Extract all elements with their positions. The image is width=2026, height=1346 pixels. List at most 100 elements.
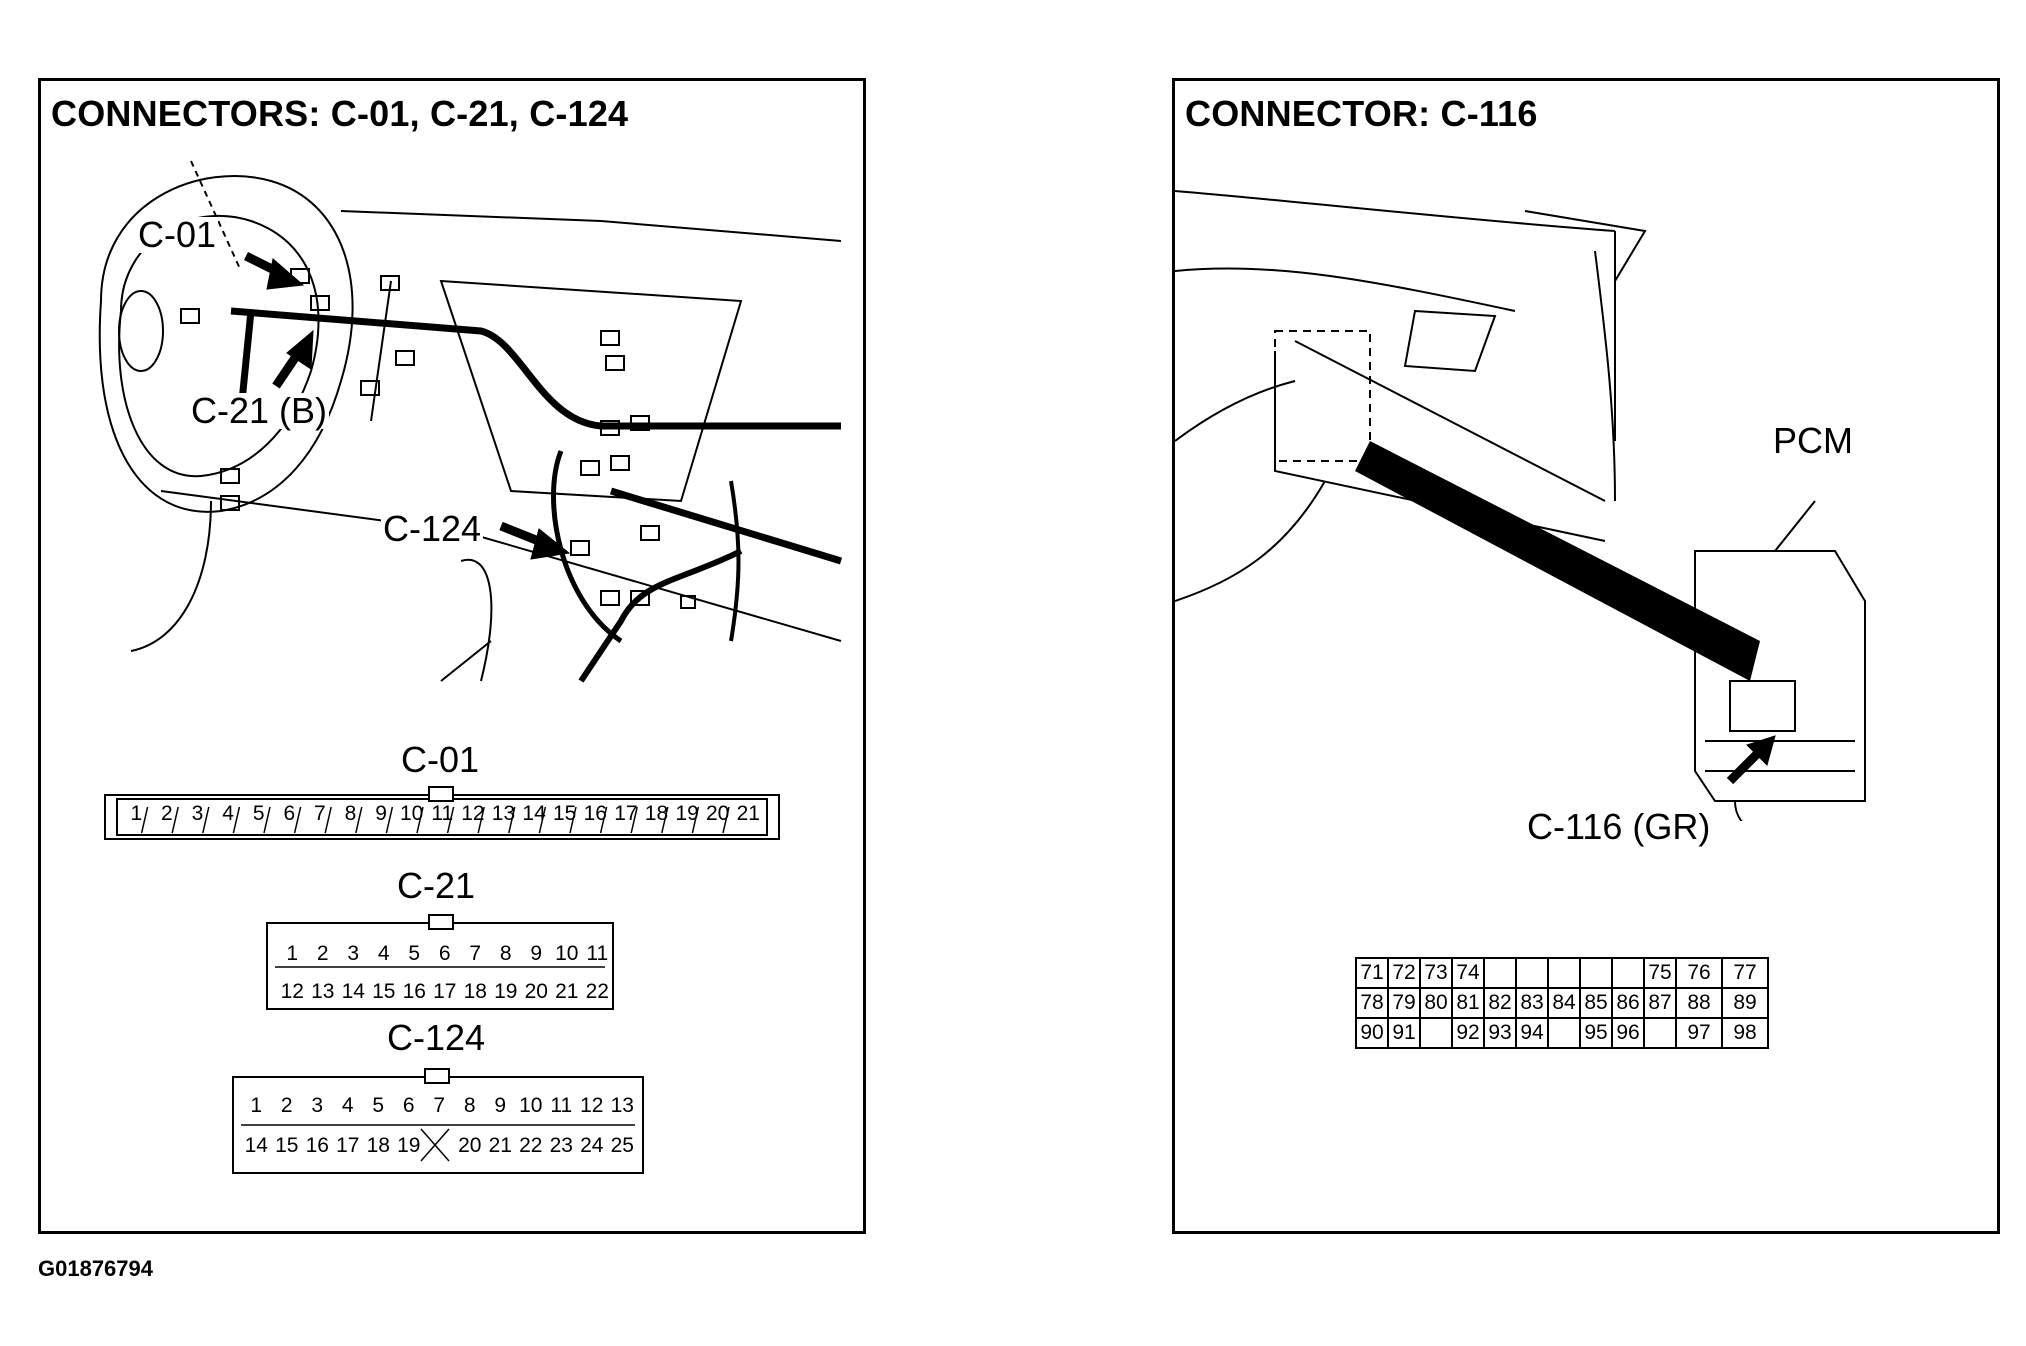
pin-label: 23 [549,1134,573,1157]
pin-divider [661,806,669,834]
pin-label: 21 [555,980,579,1003]
pin-label: 4 [341,1094,354,1117]
pin-label: 22 [519,1134,543,1157]
pin-cell: 96 [1611,1017,1645,1049]
pin-divider [630,806,638,834]
c124-label: C-124 [387,1017,486,1058]
pin-cell: 95 [1579,1017,1613,1049]
pin-label: 10 [555,942,579,965]
pin-cell: 93 [1483,1017,1517,1049]
pin-cell: 80 [1419,987,1453,1019]
callout-c21: C-21 (B) [189,390,330,431]
c01-label: C-01 [401,739,480,780]
pin-cell: 94 [1515,1017,1549,1049]
pin-label: 22 [585,980,609,1003]
pin-label: 6 [402,1094,415,1117]
pin-label: 4 [222,802,234,825]
pin-label: 20 [458,1134,482,1157]
pin-divider [140,806,149,834]
pin-divider [691,806,700,834]
pin-label: 15 [553,802,577,825]
pin-label: 24 [580,1134,604,1157]
pin-label: 8 [499,942,512,965]
pin-label: 17 [614,802,638,825]
pin-cell [1515,957,1549,989]
pin-label: 3 [191,802,204,825]
pin-label: 5 [408,942,421,965]
pin-label: 19 [675,802,699,825]
pin-cell [1579,957,1613,989]
pin-label: 1 [286,942,299,965]
pin-label: 16 [305,1134,329,1157]
pin-label: 18 [366,1134,390,1157]
pin-label: 6 [438,942,451,965]
c21-label: C-21 [397,865,476,906]
pin-divider [446,806,455,834]
pin-label: 2 [280,1094,293,1117]
pin-divider [171,806,179,834]
pin-label: 11 [586,942,609,965]
pin-label: 18 [644,802,669,825]
c01-connector [104,786,780,840]
pin-cell: 83 [1515,987,1549,1019]
pin-label: 13 [610,1094,634,1117]
dashboard-illustration [98,160,843,683]
pin-label: 1 [130,802,143,825]
pin-label: 12 [461,802,485,825]
pin-label: 10 [519,1094,543,1117]
pin-label: 7 [469,942,482,965]
pin-divider [385,806,394,834]
pin-cell: 82 [1483,987,1517,1019]
pin-label: 20 [524,980,548,1003]
pin-label: 8 [344,802,357,825]
pin-cell: 76 [1675,957,1723,989]
pin-label: 17 [433,980,457,1003]
pin-label: 3 [311,1094,324,1117]
pin-label: 7 [314,802,326,825]
pin-label: 11 [431,802,454,825]
pin-divider [569,806,577,834]
pin-label: 5 [252,802,265,825]
pin-cell: 90 [1355,1017,1389,1049]
pin-cell: 87 [1643,987,1677,1019]
pin-label: 2 [316,942,329,965]
pin-cell: 72 [1387,957,1421,989]
pin-label: 14 [522,802,546,825]
pin-cell: 73 [1419,957,1453,989]
connector-panel-right: CONNECTOR: C-116 PCM C- [1172,78,2000,1234]
pin-label: 8 [463,1094,476,1117]
pin-label: 21 [736,802,760,825]
pin-label: 16 [583,802,607,825]
pin-cell: 92 [1451,1017,1485,1049]
pin-cell: 78 [1355,987,1389,1019]
pin-divider [416,806,424,834]
pin-label: 9 [530,942,543,965]
pin-label: 5 [372,1094,385,1117]
connectors-panel-left: CONNECTORS: C-01, C-21, C-124 [38,78,866,1234]
pin-label: 15 [275,1134,299,1157]
pin-divider [324,806,332,834]
pin-cell [1611,957,1645,989]
pin-divider [477,806,485,834]
pin-label: 1 [250,1094,263,1117]
pin-label: 4 [377,942,390,965]
pin-label: 7 [433,1094,446,1117]
pin-divider [355,806,363,834]
pin-divider [599,806,608,834]
pin-cell [1547,957,1581,989]
pin-cell [1547,1017,1581,1049]
pin-label: 19 [494,980,518,1003]
figure-code: G01876794 [38,1256,153,1281]
pin-label: 14 [341,980,365,1003]
pin-label: 3 [347,942,360,965]
pin-label: 13 [491,802,516,825]
callout-c01: C-01 [136,214,219,255]
pin-cell [1643,1017,1677,1049]
pin-divider [538,806,547,834]
pin-cell: 85 [1579,987,1613,1019]
pin-label: 9 [375,802,387,825]
pin-label: 6 [283,802,296,825]
